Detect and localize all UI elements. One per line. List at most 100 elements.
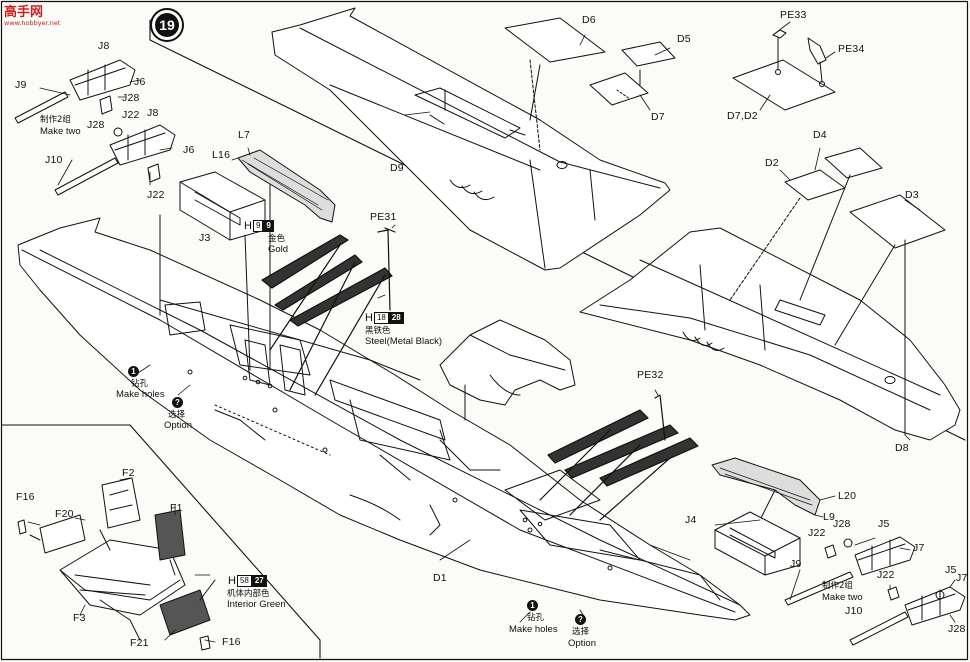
- label-pe31: PE31: [370, 211, 397, 223]
- option-cn-left: 选择: [168, 410, 186, 420]
- label-j9-a: J9: [15, 79, 27, 91]
- drill-hole-icon: 1: [527, 600, 538, 611]
- paint-code: 9: [252, 220, 264, 232]
- paint-letter: H: [228, 575, 236, 587]
- label-j10-b: J10: [845, 605, 863, 617]
- ammo-bay-cover: [439, 319, 576, 421]
- paint-code: 58: [236, 575, 252, 587]
- option-en-left: Option: [164, 420, 192, 431]
- guns-right: [539, 394, 699, 521]
- guns-left: [261, 227, 396, 396]
- paint-steel-en: Steel(Metal Black): [365, 336, 443, 347]
- label-j3: J3: [199, 232, 211, 244]
- option-cn-right: 选择: [572, 627, 590, 637]
- drill-en-right: Make holes: [509, 624, 558, 635]
- lower-wing-main: [17, 217, 751, 621]
- paint-gold-codes: H 9 9: [244, 220, 274, 232]
- wing-panel-plates: [444, 17, 676, 151]
- gun-cradle-left-a: [14, 59, 136, 124]
- label-f20: F20: [55, 508, 74, 520]
- label-j9-b: J9: [790, 558, 802, 570]
- label-j22-b: J22: [147, 189, 165, 201]
- drill-cn-left: 钻孔: [131, 379, 149, 389]
- cockpit-inset: [17, 477, 216, 651]
- label-l20: L20: [838, 490, 857, 502]
- gun-cradle-left-b: [54, 124, 176, 196]
- paint-gold-cn: 金色: [268, 234, 286, 244]
- label-pe32: PE32: [637, 369, 664, 381]
- label-j28-a: J28: [122, 92, 140, 104]
- label-j7-a: J7: [913, 542, 925, 554]
- label-d7: D7: [651, 111, 665, 123]
- label-l16: L16: [212, 149, 231, 161]
- ammo-belt-right: [711, 457, 821, 521]
- watermark-text: 高手网: [4, 5, 44, 20]
- label-j22-d: J22: [877, 569, 895, 581]
- ammo-box-left: [159, 171, 266, 371]
- label-j8-b: J8: [147, 107, 159, 119]
- label-f16-a: F16: [16, 491, 35, 503]
- label-l9: L9: [823, 511, 836, 523]
- make-two-en-left: Make two: [40, 126, 81, 137]
- gun-cradle-right-a: [784, 536, 916, 606]
- label-d2: D2: [765, 157, 779, 169]
- paint-steel-cn: 黑铁色: [365, 326, 391, 336]
- option-icon: ?: [575, 614, 586, 625]
- step-number: 19: [155, 13, 179, 37]
- paint-code-dark: 9: [263, 220, 274, 232]
- label-j22-c: J22: [808, 527, 826, 539]
- label-j10-a: J10: [45, 154, 63, 166]
- label-d7-d2: D7,D2: [727, 110, 758, 122]
- label-d1: D1: [433, 572, 447, 584]
- label-pe34: PE34: [838, 43, 865, 55]
- label-j8-a: J8: [98, 40, 110, 52]
- label-l7: L7: [238, 129, 251, 141]
- label-j22-a: J22: [122, 109, 140, 121]
- label-f3: F3: [73, 612, 86, 624]
- lower-wing-plates: [729, 147, 946, 436]
- label-d6: D6: [582, 14, 596, 26]
- label-d4: D4: [813, 129, 827, 141]
- label-j6-b: J6: [183, 144, 195, 156]
- label-d3: D3: [905, 189, 919, 201]
- paint-letter: H: [365, 312, 373, 324]
- lower-right-wing: [579, 227, 961, 441]
- paint-code-dark: 28: [388, 312, 404, 324]
- label-f1: F1: [170, 502, 183, 514]
- ammo-box-right: [714, 511, 801, 576]
- upper-right-wing: [271, 7, 671, 271]
- label-j7-b: J7: [956, 572, 968, 584]
- make-two-en-right: Make two: [822, 592, 863, 603]
- paint-interior-cn: 机体内部色: [227, 589, 270, 599]
- gun-cradle-right-b: [849, 586, 966, 646]
- label-j6-a: J6: [134, 76, 146, 88]
- label-d8: D8: [895, 442, 909, 454]
- option-icon: ?: [172, 397, 183, 408]
- label-j5-b: J5: [945, 564, 957, 576]
- drill-hole-icon: 1: [128, 366, 139, 377]
- label-d9: D9: [390, 162, 404, 174]
- label-pe33: PE33: [780, 9, 807, 21]
- paint-code: 18: [373, 312, 389, 324]
- label-j4: J4: [685, 514, 697, 526]
- watermark-logo: 高手网 www.hobbyer.net: [4, 6, 60, 27]
- label-f16-b: F16: [222, 636, 241, 648]
- label-f21: F21: [130, 637, 149, 649]
- pe-detail: [732, 29, 836, 111]
- label-f2: F2: [122, 467, 135, 479]
- watermark-url: www.hobbyer.net: [4, 19, 61, 27]
- option-en-right: Option: [568, 638, 596, 649]
- label-j28-c: J28: [833, 518, 851, 530]
- label-j5-a: J5: [878, 518, 890, 530]
- paint-interior-codes: H 58 27: [228, 575, 267, 587]
- paint-code-dark: 27: [251, 575, 267, 587]
- paint-steel-codes: H 18 28: [365, 312, 404, 324]
- drill-en-left: Make holes: [116, 389, 165, 400]
- paint-letter: H: [244, 220, 252, 232]
- label-j28-b: J28: [87, 119, 105, 131]
- step-number-badge: 19: [150, 8, 184, 42]
- paint-interior-en: Interior Green: [227, 599, 286, 610]
- drill-cn-right: 钻孔: [527, 613, 545, 623]
